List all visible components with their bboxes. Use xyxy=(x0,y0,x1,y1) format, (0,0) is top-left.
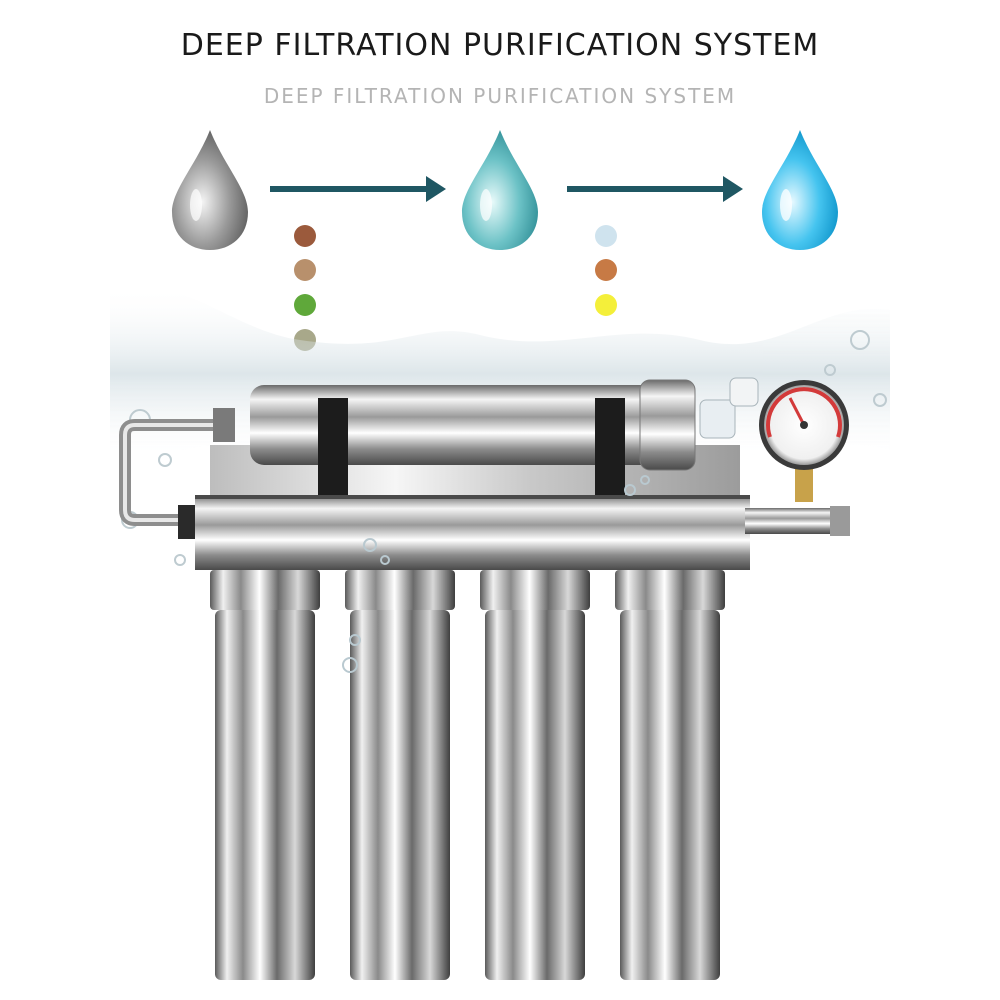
elbow-fitting xyxy=(699,377,759,439)
outlet-pipe xyxy=(745,506,850,536)
teal-water-drop xyxy=(462,130,538,250)
gray-water-drop xyxy=(172,130,248,250)
filter-housing-1 xyxy=(210,570,320,980)
filter-housing-4 xyxy=(615,570,725,980)
stage-two-particles xyxy=(595,225,617,316)
inlet-pipe xyxy=(119,408,235,539)
flow-arrow-2 xyxy=(567,176,743,202)
flow-arrow-1 xyxy=(270,176,446,202)
water-droplets xyxy=(342,475,650,673)
page-title: DEEP FILTRATION PURIFICATION SYSTEM xyxy=(180,28,820,63)
filter-housing-2 xyxy=(345,570,455,980)
manifold-bar xyxy=(195,495,750,570)
stage-one-particles xyxy=(294,225,316,351)
light-blue-water-drop xyxy=(762,130,838,250)
pressure-gauge xyxy=(759,380,849,502)
page-subtitle: DEEP FILTRATION PURIFICATION SYSTEM xyxy=(263,84,737,108)
horizontal-membrane-filter xyxy=(250,379,696,498)
filter-housing-3 xyxy=(480,570,590,980)
